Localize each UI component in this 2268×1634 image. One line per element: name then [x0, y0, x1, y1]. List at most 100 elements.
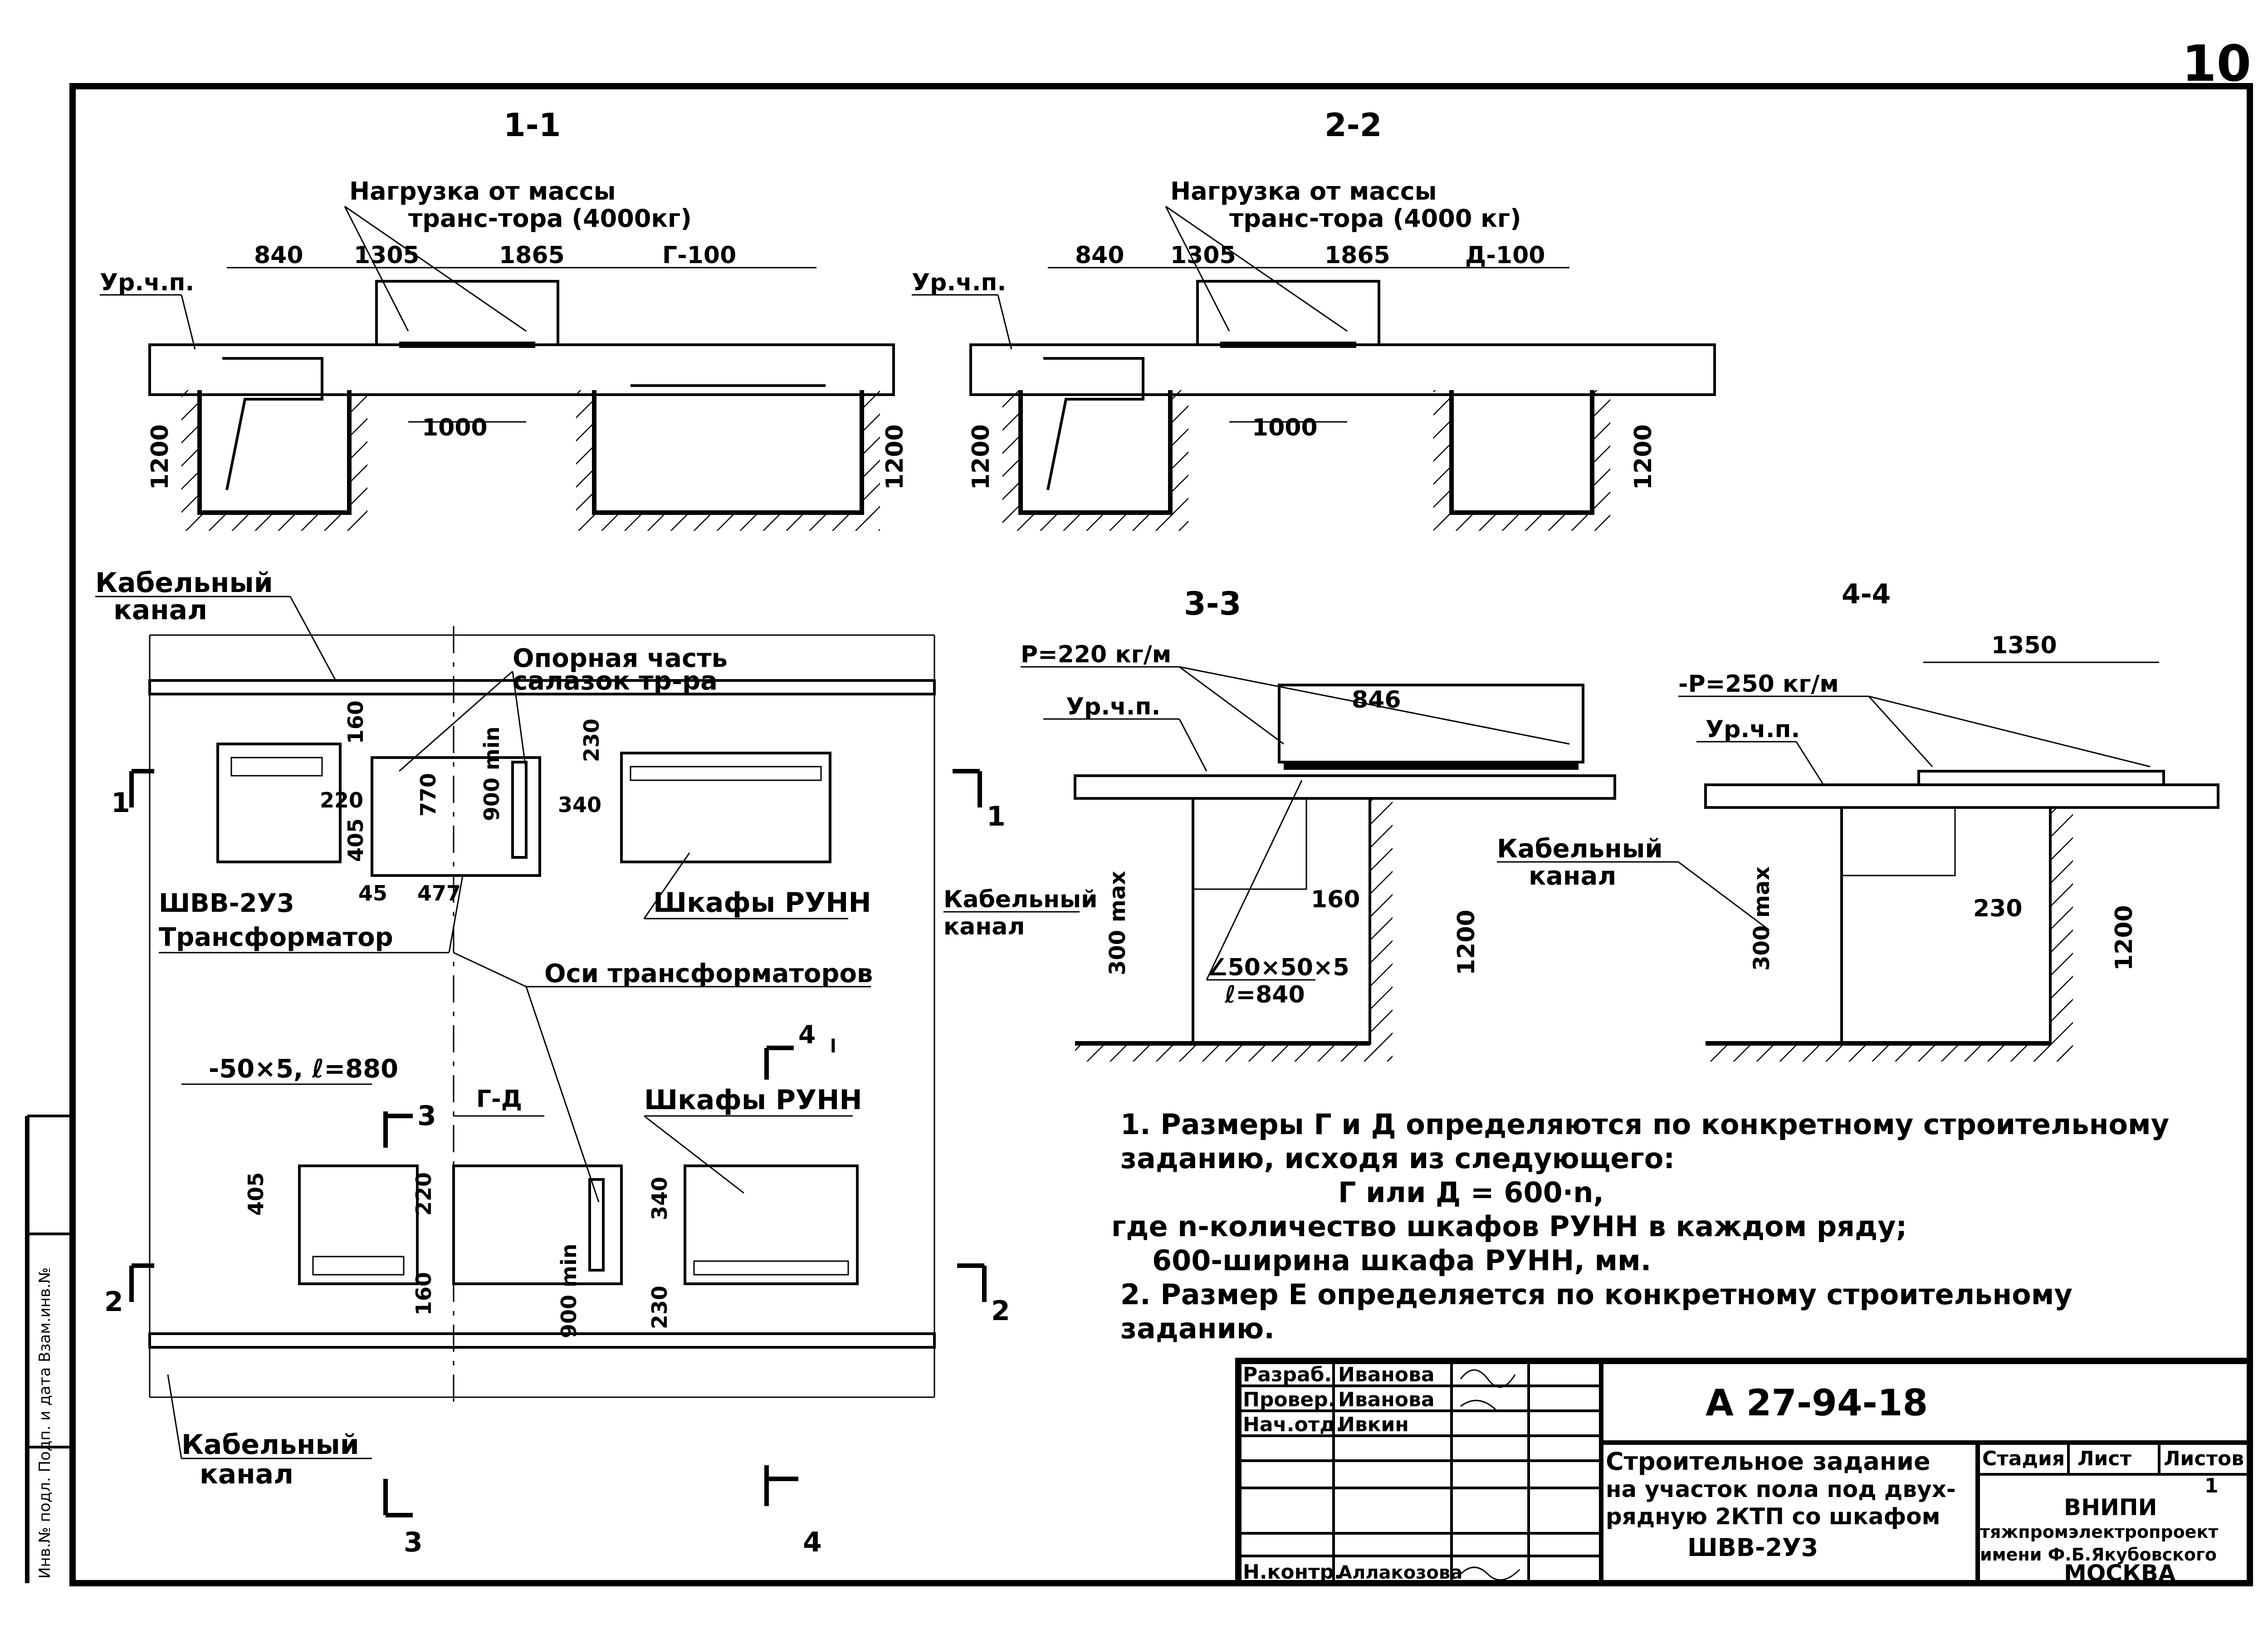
s11-dim-1865: 1865 [499, 242, 565, 269]
tb-sheet: Лист [2077, 1447, 2131, 1470]
tb-row2-name: Иванова [1338, 1388, 1435, 1411]
mark-2-left: 2 [104, 1286, 123, 1318]
note-line-3: Г или Д = 600·n, [1338, 1176, 1604, 1209]
mark-1-right: 1 [987, 801, 1006, 832]
s22-load-1: Нагрузка от массы [1170, 177, 1437, 205]
tb-sheets: Листов [2164, 1447, 2244, 1470]
sheet-number: 10 [2182, 34, 2251, 93]
note-line-4: где n-количество шкафов РУНН в каждом ря… [1111, 1210, 1907, 1243]
s11-level: Ур.ч.п. [100, 269, 194, 296]
tb-row2-role: Провер. [1243, 1388, 1335, 1411]
mark-l: l [830, 1036, 836, 1057]
tb-control-role: Н.контр. [1243, 1561, 1342, 1584]
plan-dim-770: 770 [416, 773, 440, 817]
s44-dim-300: 300 max [1749, 866, 1774, 971]
s33-dim-1200: 1200 [1453, 910, 1480, 975]
s11-dim-g100: Г-100 [662, 242, 736, 269]
plan-dim-45: 45 [358, 881, 387, 905]
s22-dim-d100: Д-100 [1465, 242, 1545, 269]
sheet-frame [69, 83, 2253, 1586]
side-strip: Инв.№ подл. Подп. и дата Взам.инв.№ [25, 1115, 73, 1583]
section-2-2-label: 2-2 [1325, 107, 1382, 144]
plan-dim-477: 477 [417, 881, 461, 905]
plan-dim-405b: 405 [244, 1172, 268, 1216]
tb-row1-role: Разраб. [1243, 1363, 1332, 1386]
s44-load: -Р=250 кг/м [1678, 670, 1839, 698]
mark-1-left: 1 [111, 787, 130, 819]
notes: 1. Размеры Г и Д определяются по конкрет… [1111, 1108, 2169, 1345]
tb-stage: Стадия [1982, 1447, 2065, 1470]
plan-cabinets-1: Шкафы РУНН [653, 887, 871, 919]
plan-transformer: Трансформатор [159, 923, 393, 952]
tb-title-4: ШВВ-2У3 [1687, 1533, 1818, 1562]
signature-mark [1460, 1369, 1520, 1581]
plan-strip: -50×5, ℓ=880 [209, 1054, 398, 1084]
mark-3-bottom: 3 [404, 1526, 423, 1558]
s33-level: Ур.ч.п. [1066, 693, 1160, 720]
plan-cable-bot-1: Кабельный [181, 1429, 359, 1461]
s33-cable-1: Кабельный [943, 886, 1098, 913]
s33-dim-300: 300 max [1105, 871, 1130, 975]
s33-cable-2: канал [943, 913, 1025, 940]
s44-cable-2: канал [1529, 861, 1616, 891]
tb-org-1: ВНИПИ [2064, 1494, 2157, 1521]
s22-dim-840: 840 [1075, 242, 1124, 269]
plan-view: 1 1 2 2 3 3 4 l 4 Кабельный канал Опорна… [95, 567, 1010, 1558]
tb-title-2: на участок пола под двух- [1606, 1476, 1956, 1502]
s11-dim-1200-left: 1200 [147, 424, 174, 490]
note-line-5: 600-ширина шкафа РУНН, мм. [1152, 1244, 1651, 1277]
plan-dim-220b: 220 [411, 1172, 436, 1216]
s22-dim-1200-right: 1200 [1630, 424, 1657, 490]
s11-load-2: транс-тора (4000кг) [408, 204, 692, 233]
s22-level: Ур.ч.п. [912, 269, 1006, 296]
section-3-3-label: 3-3 [1184, 585, 1241, 622]
note-line-1: 1. Размеры Г и Д определяются по конкрет… [1120, 1108, 2169, 1141]
s22-load-2: транс-тора (4000 кг) [1229, 204, 1521, 233]
title-block: Разраб. Иванова Провер. Иванова Нач.отд.… [1235, 1358, 2253, 1586]
section-2-2: 2-2 840 1305 1865 Д-100 Ур.ч.п. Нагрузка… [912, 107, 1716, 531]
plan-support-1: Опорная часть [513, 644, 728, 673]
tb-control-name: Аллакозова [1338, 1562, 1462, 1583]
s44-dim-1350: 1350 [1991, 632, 2057, 659]
s11-load-1: Нагрузка от массы [349, 177, 616, 205]
mark-2-right: 2 [991, 1295, 1010, 1327]
s22-dim-1865: 1865 [1325, 242, 1390, 269]
s22-dim-1000: 1000 [1252, 414, 1318, 441]
mark-3-top: 3 [417, 1100, 436, 1132]
plan-gd: Г-Д [476, 1086, 522, 1113]
note-line-7: заданию. [1120, 1312, 1275, 1345]
s22-dim-1305: 1305 [1170, 242, 1236, 269]
section-4-4: 4-4 1350 -Р=250 кг/м Ур.ч.п. Кабельный к… [1497, 578, 2219, 1062]
plan-cable-bot-2: канал [200, 1458, 293, 1490]
s44-cable-1: Кабельный [1497, 834, 1663, 864]
tb-sheets-value: 1 [2204, 1474, 2219, 1497]
s11-dim-1200-right: 1200 [881, 424, 909, 490]
section-3-3: 3-3 Р=220 кг/м Ур.ч.п. 846 Кабельный кан… [943, 585, 1616, 1062]
plan-cabinets-2: Шкафы РУНН [644, 1084, 862, 1116]
tb-row3-role: Нач.отд. [1243, 1413, 1343, 1436]
tb-org-2: тяжпромэлектропроект [1980, 1522, 2218, 1542]
s44-dim-230: 230 [1973, 895, 2023, 922]
tb-row3-name: Ивкин [1338, 1413, 1409, 1436]
tb-title-3: рядную 2КТП со шкафом [1606, 1503, 1940, 1530]
tb-title-1: Строительное задание [1606, 1447, 1931, 1476]
plan-dim-900b: 900 min [557, 1244, 581, 1338]
tb-doc-code: А 27-94-18 [1706, 1382, 1928, 1424]
tb-org-4: МОСКВА [2064, 1560, 2176, 1586]
plan-dim-340b: 340 [647, 1177, 672, 1220]
note-line-2: заданию, исходя из следующего: [1120, 1142, 1675, 1175]
mark-4-top: 4 [798, 1020, 816, 1049]
plan-shv: ШВВ-2У3 [159, 889, 294, 918]
s33-dim-160: 160 [1311, 886, 1360, 913]
s33-dim-846: 846 [1352, 686, 1401, 714]
plan-dim-340a: 340 [558, 793, 601, 817]
s11-dim-1000: 1000 [422, 414, 488, 441]
note-line-6: 2. Размер Е определяется по конкретному … [1120, 1278, 2072, 1311]
plan-dim-405a: 405 [343, 818, 368, 862]
plan-dim-900a: 900 min [479, 727, 504, 821]
mark-4-bottom: 4 [803, 1526, 822, 1558]
s33-load: Р=220 кг/м [1021, 641, 1171, 668]
plan-cable-top-2: канал [113, 594, 207, 626]
plan-dim-230b: 230 [647, 1286, 672, 1329]
plan-cable-top-1: Кабельный [95, 567, 273, 599]
